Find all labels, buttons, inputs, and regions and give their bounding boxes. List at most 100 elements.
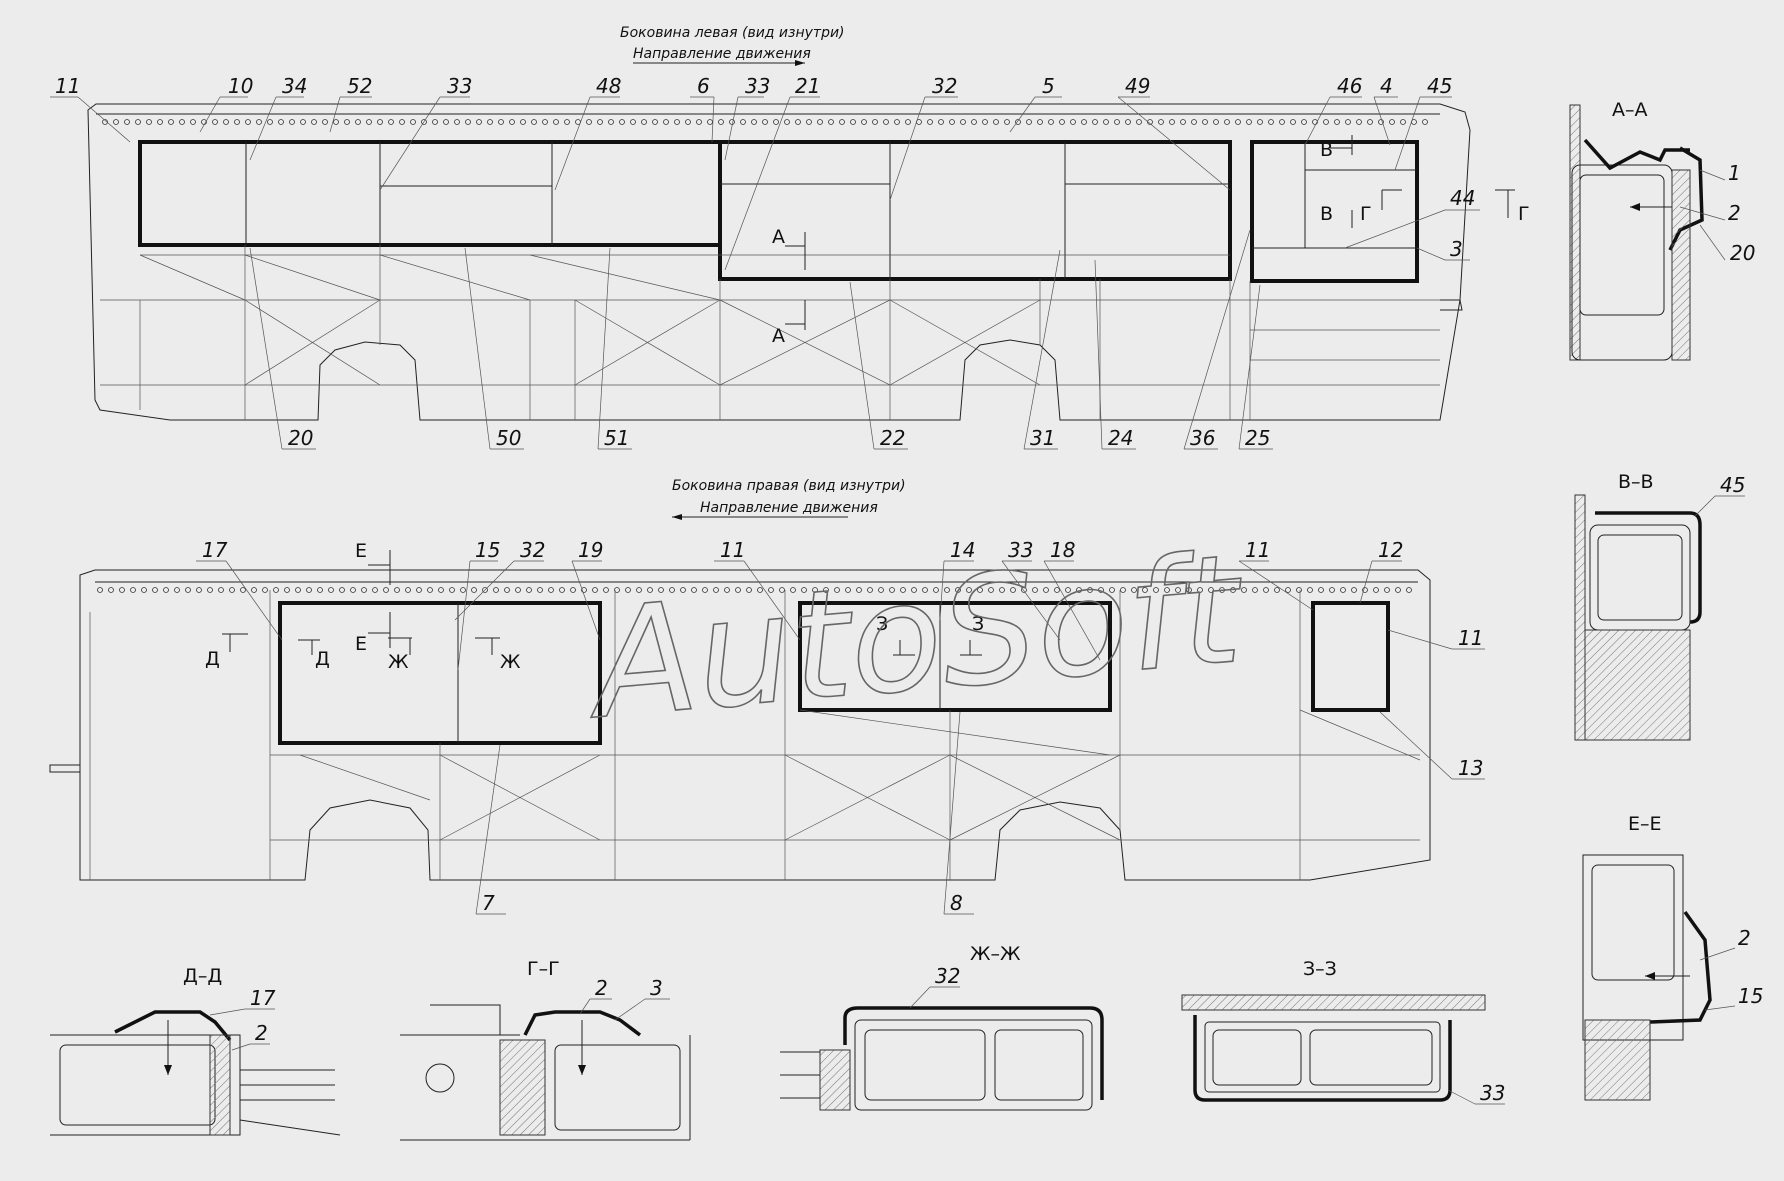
rivet xyxy=(641,119,647,125)
rivet xyxy=(680,587,686,593)
rivet xyxy=(922,587,928,593)
svg-text:49: 49 xyxy=(1125,74,1150,98)
rivet xyxy=(746,587,752,593)
left-top-callouts: 11 10 34 52 33 48 6 33 21 32 5 49 46 4 4… xyxy=(55,74,1452,98)
svg-text:3: 3 xyxy=(1450,237,1463,261)
rivet xyxy=(196,587,202,593)
rivet xyxy=(531,119,537,125)
rivet xyxy=(262,587,268,593)
rivet xyxy=(256,119,262,125)
rivet xyxy=(1197,587,1203,593)
rivet xyxy=(597,119,603,125)
rivet xyxy=(861,119,867,125)
right-side-direction: Направление движения xyxy=(700,500,878,516)
rivet xyxy=(1263,587,1269,593)
rivet xyxy=(834,587,840,593)
svg-text:3: 3 xyxy=(650,976,663,1000)
rivet xyxy=(647,587,653,593)
rivet xyxy=(306,587,312,593)
rivet xyxy=(1109,587,1115,593)
rivet xyxy=(608,119,614,125)
rivet xyxy=(124,119,130,125)
rivet xyxy=(999,587,1005,593)
svg-text:Г: Г xyxy=(1518,203,1530,225)
rivet xyxy=(658,587,664,593)
rivet xyxy=(614,587,620,593)
rivet xyxy=(1103,119,1109,125)
svg-text:11: 11 xyxy=(55,74,80,98)
rivet xyxy=(955,587,961,593)
rivet xyxy=(817,119,823,125)
svg-text:25: 25 xyxy=(1245,426,1270,450)
rivet xyxy=(652,119,658,125)
svg-text:20: 20 xyxy=(1730,241,1755,265)
rivet xyxy=(443,119,449,125)
rivet xyxy=(1274,587,1280,593)
rivet xyxy=(900,587,906,593)
svg-text:32: 32 xyxy=(520,538,545,562)
rivet xyxy=(240,587,246,593)
rivet xyxy=(581,587,587,593)
rivet xyxy=(1246,119,1252,125)
rivet xyxy=(1048,119,1054,125)
rivet xyxy=(988,587,994,593)
rivet xyxy=(790,587,796,593)
rivet xyxy=(1142,587,1148,593)
rivet xyxy=(278,119,284,125)
rivet xyxy=(1164,587,1170,593)
svg-text:З: З xyxy=(972,613,984,635)
svg-text:З: З xyxy=(876,613,888,635)
right-side-caption: Боковина правая (вид изнутри) xyxy=(672,478,906,494)
rivet xyxy=(498,119,504,125)
rivet xyxy=(1081,119,1087,125)
svg-text:В: В xyxy=(1320,139,1333,161)
rivet xyxy=(1290,119,1296,125)
rivet xyxy=(1345,119,1351,125)
rivet xyxy=(482,587,488,593)
rivet xyxy=(1362,587,1368,593)
rivet xyxy=(636,587,642,593)
rivet xyxy=(1268,119,1274,125)
rivet xyxy=(108,587,114,593)
rivet xyxy=(1351,587,1357,593)
svg-text:12: 12 xyxy=(1378,538,1403,562)
rivet xyxy=(421,119,427,125)
svg-text:8: 8 xyxy=(950,891,963,915)
rivet xyxy=(718,119,724,125)
rivet xyxy=(911,587,917,593)
rivet xyxy=(1032,587,1038,593)
rivet xyxy=(113,119,119,125)
svg-text:Ж: Ж xyxy=(388,651,409,673)
rivet xyxy=(1285,587,1291,593)
rivet xyxy=(894,119,900,125)
rivet xyxy=(1169,119,1175,125)
rivet xyxy=(1323,119,1329,125)
rivet xyxy=(1252,587,1258,593)
rivet xyxy=(487,119,493,125)
rivet xyxy=(537,587,543,593)
svg-text:10: 10 xyxy=(228,74,253,98)
rivet xyxy=(630,119,636,125)
rivet xyxy=(823,587,829,593)
svg-text:36: 36 xyxy=(1190,426,1215,450)
rivet xyxy=(141,587,147,593)
section-zhzh: Ж–Ж 32 xyxy=(780,943,1104,1111)
rivet xyxy=(1340,587,1346,593)
rivet xyxy=(251,587,257,593)
rivet xyxy=(729,119,735,125)
rivet xyxy=(1395,587,1401,593)
rivet xyxy=(388,119,394,125)
rivet xyxy=(218,587,224,593)
svg-text:52: 52 xyxy=(347,74,372,98)
rivet xyxy=(1334,119,1340,125)
rivet xyxy=(1378,119,1384,125)
rivet xyxy=(927,119,933,125)
rivet xyxy=(735,587,741,593)
rivet xyxy=(702,587,708,593)
rivet xyxy=(966,587,972,593)
rivet xyxy=(971,119,977,125)
svg-text:33: 33 xyxy=(1008,538,1033,562)
rivet xyxy=(1026,119,1032,125)
rivet xyxy=(234,119,240,125)
rivet xyxy=(982,119,988,125)
